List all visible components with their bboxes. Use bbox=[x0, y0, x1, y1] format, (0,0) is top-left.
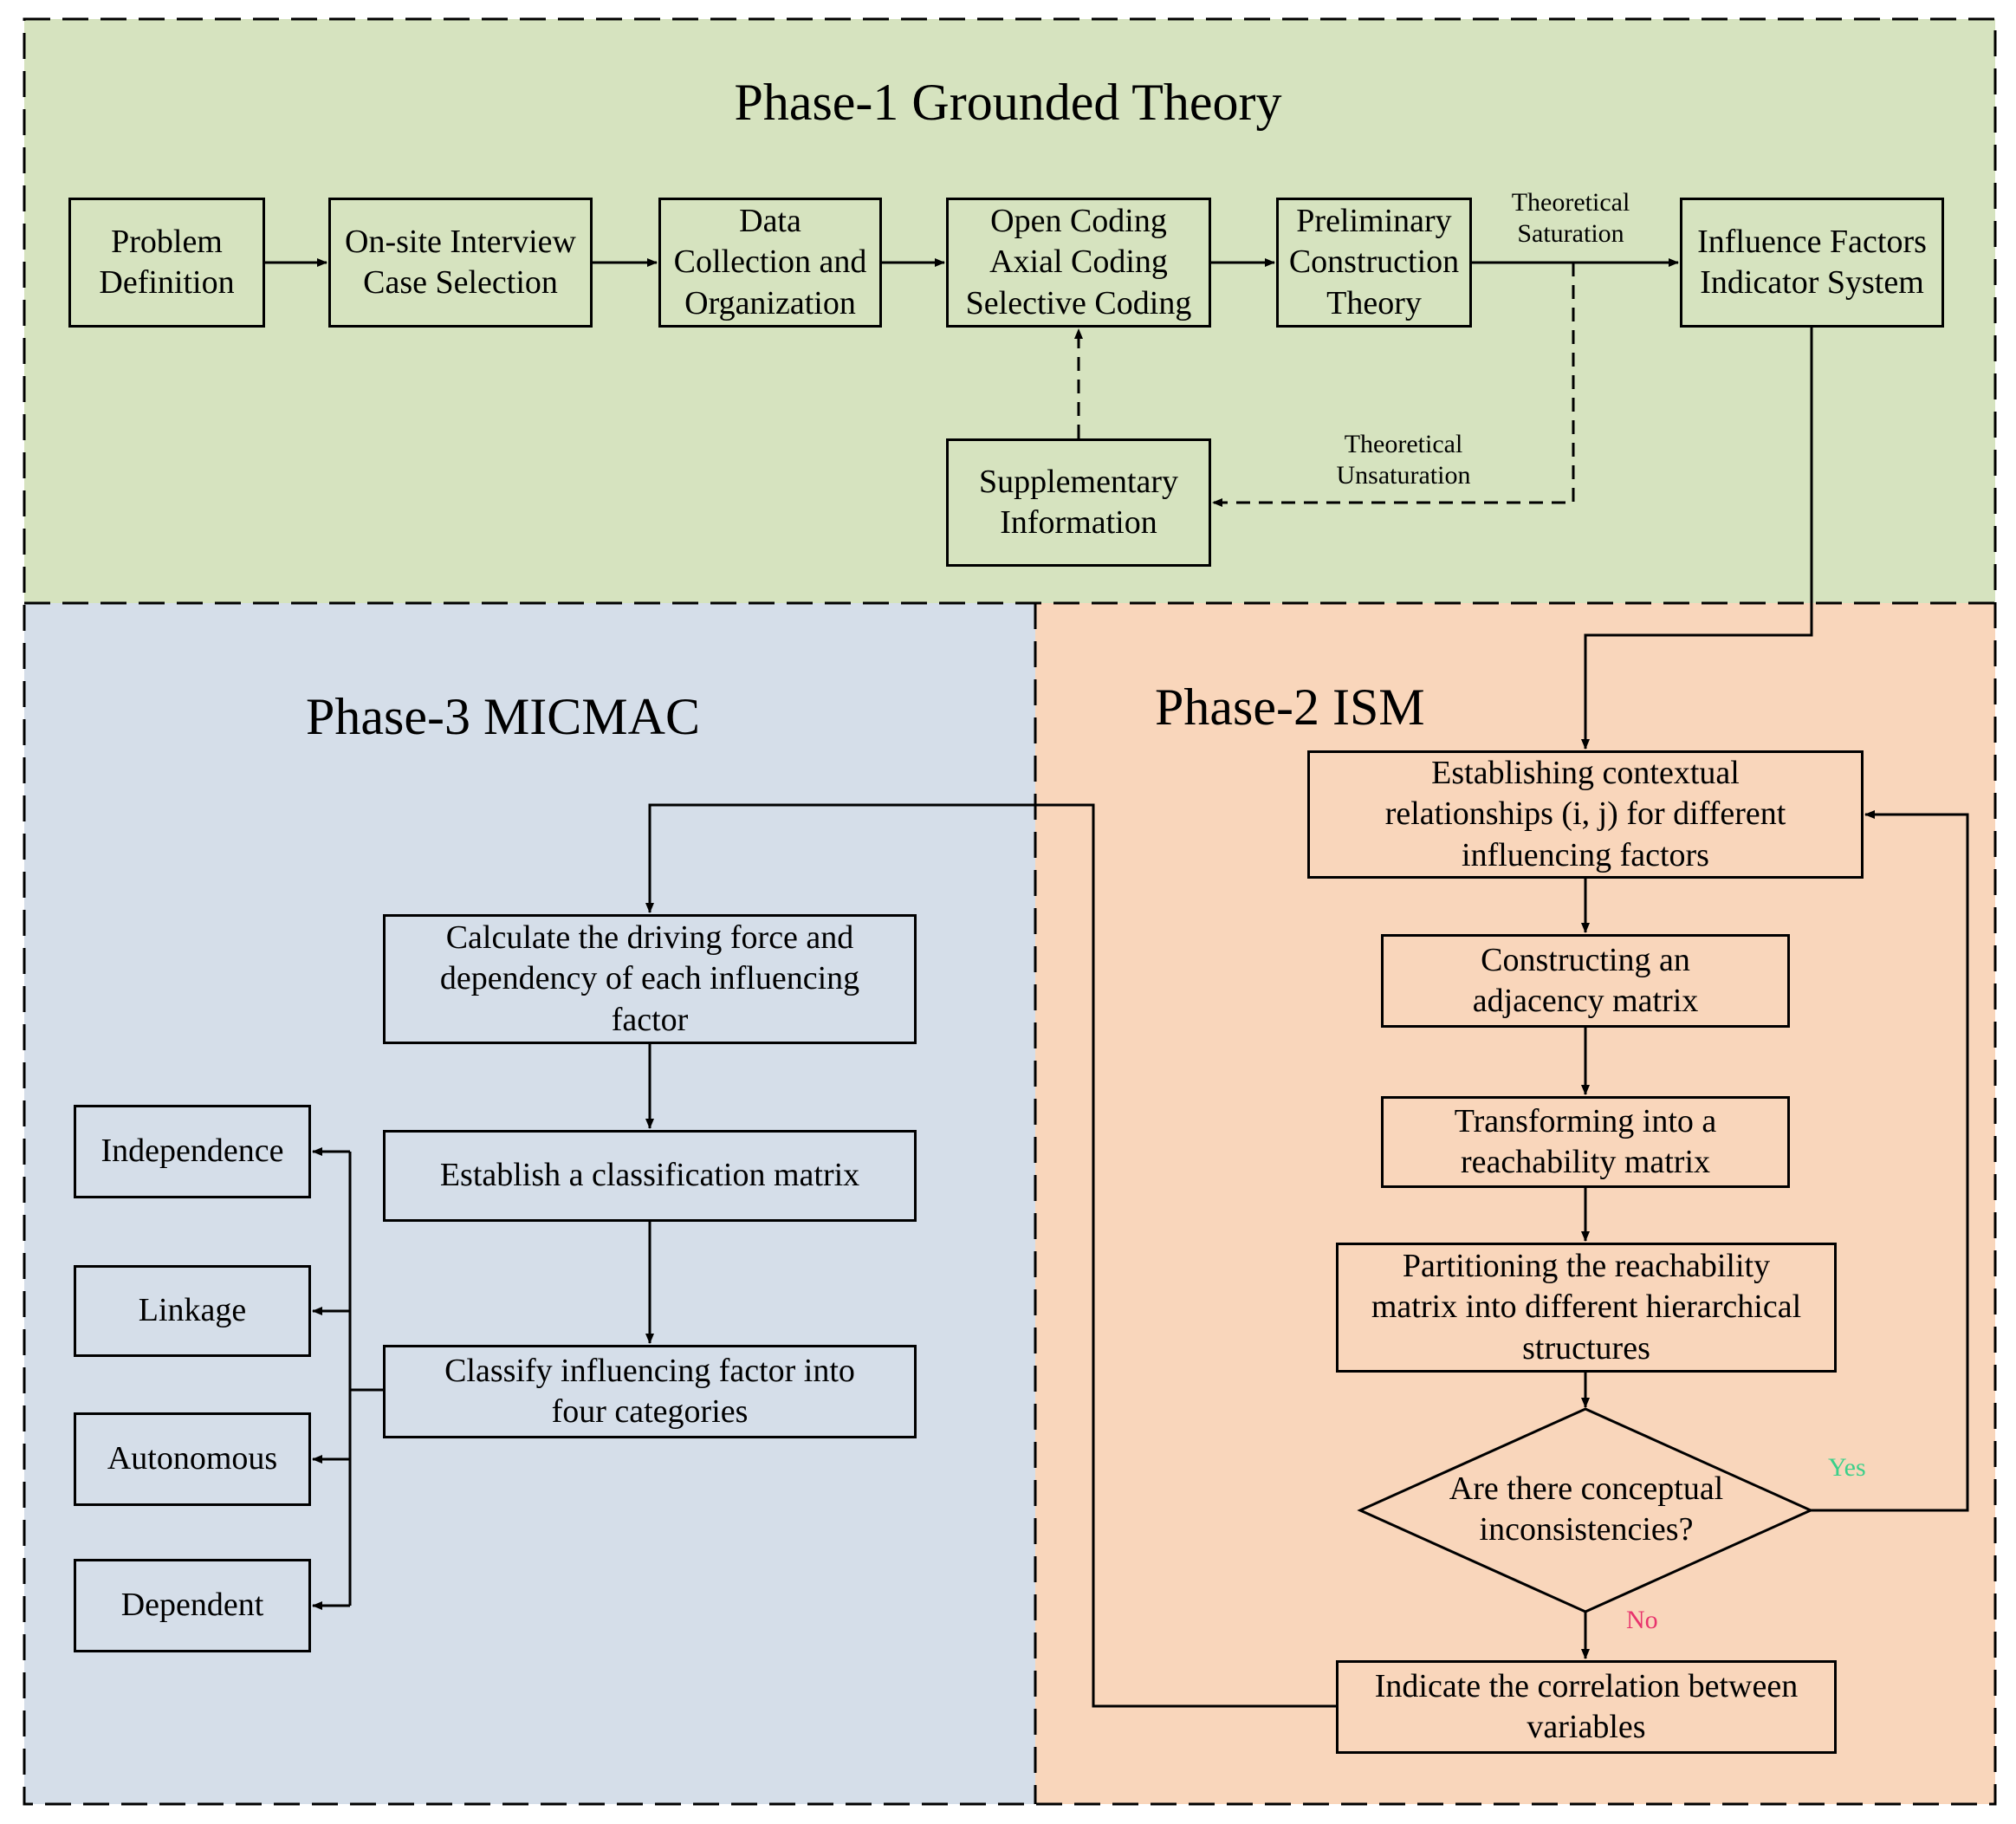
linkage-label: Linkage bbox=[138, 1292, 247, 1329]
classification-matrix-box: Establish a classification matrix bbox=[383, 1130, 917, 1222]
influence-factors-box: Influence Factors Indicator System bbox=[1680, 198, 1944, 328]
correlation-label: Indicate the correlation between variabl… bbox=[1374, 1667, 1799, 1745]
supplementary-information-box: Supplementary Information bbox=[946, 438, 1211, 567]
problem-definition-label: Problem Definition bbox=[99, 223, 235, 301]
partitioning-label: Partitioning the reachability matrix int… bbox=[1371, 1248, 1802, 1366]
preliminary-construction-label: Preliminary Construction Theory bbox=[1288, 203, 1460, 321]
data-collection-label: Data Collection and Organization bbox=[673, 203, 867, 321]
no-label: No bbox=[1626, 1606, 1658, 1634]
driving-force-box: Calculate the driving force and dependen… bbox=[383, 914, 917, 1044]
adjacency-matrix-box: Constructing an adjacency matrix bbox=[1381, 934, 1790, 1028]
data-collection-box: Data Collection and Organization bbox=[658, 198, 882, 328]
autonomous-box: Autonomous bbox=[74, 1412, 311, 1506]
arrow-unsaturation-loop bbox=[1212, 263, 1575, 507]
phase3-title: Phase-3 MICMAC bbox=[306, 688, 701, 745]
outer-border bbox=[23, 17, 1997, 1806]
dependent-box: Dependent bbox=[74, 1559, 311, 1652]
phase3-region bbox=[24, 603, 1035, 1804]
reachability-matrix-label: Transforming into a reachability matrix bbox=[1454, 1102, 1717, 1180]
arrow-yes-loop bbox=[1811, 810, 1969, 1512]
contextual-relationships-box: Establishing contextual relationships (i… bbox=[1307, 750, 1864, 879]
classify-box: Classify influencing factor into four ca… bbox=[383, 1345, 917, 1438]
adjacency-matrix-label: Constructing an adjacency matrix bbox=[1472, 941, 1699, 1019]
yes-label: Yes bbox=[1828, 1453, 1866, 1482]
onsite-interview-box: On-site Interview Case Selection bbox=[328, 198, 593, 328]
arrow-influence-to-contextual bbox=[1581, 328, 1813, 750]
linkage-box: Linkage bbox=[74, 1265, 311, 1357]
region-borders bbox=[23, 17, 1997, 1806]
reachability-matrix-box: Transforming into a reachability matrix bbox=[1381, 1096, 1790, 1188]
phase2-region bbox=[1035, 603, 1995, 1804]
onsite-interview-label: On-site Interview Case Selection bbox=[345, 223, 576, 301]
preliminary-construction-box: Preliminary Construction Theory bbox=[1276, 198, 1472, 328]
theoretical-unsaturation-label: Theoretical Unsaturation bbox=[1336, 430, 1471, 490]
correlation-box: Indicate the correlation between variabl… bbox=[1336, 1660, 1837, 1754]
influence-factors-label: Influence Factors Indicator System bbox=[1697, 223, 1927, 301]
phase1-title: Phase-1 Grounded Theory bbox=[734, 74, 1282, 131]
problem-definition-box: Problem Definition bbox=[68, 198, 265, 328]
classification-matrix-label: Establish a classification matrix bbox=[439, 1157, 860, 1194]
independence-label: Independence bbox=[100, 1133, 284, 1170]
arrow-correlation-to-driving-force bbox=[645, 803, 1336, 1708]
driving-force-label: Calculate the driving force and dependen… bbox=[439, 919, 860, 1038]
partitioning-box: Partitioning the reachability matrix int… bbox=[1336, 1243, 1837, 1373]
decision-diamond bbox=[1357, 1407, 1814, 1613]
supplementary-information-label: Supplementary Information bbox=[978, 463, 1179, 541]
independence-box: Independence bbox=[74, 1105, 311, 1198]
dependent-label: Dependent bbox=[120, 1587, 264, 1624]
phase1-region bbox=[24, 19, 1995, 603]
autonomous-label: Autonomous bbox=[107, 1440, 278, 1477]
contextual-relationships-label: Establishing contextual relationships (i… bbox=[1384, 755, 1786, 873]
classify-label: Classify influencing factor into four ca… bbox=[444, 1352, 855, 1430]
theoretical-saturation-label: Theoretical Saturation bbox=[1511, 188, 1630, 248]
decision-text: Are there conceptual inconsistencies? bbox=[1449, 1470, 1724, 1548]
coding-label: Open Coding Axial Coding Selective Codin… bbox=[965, 203, 1192, 321]
coding-box: Open Coding Axial Coding Selective Codin… bbox=[946, 198, 1211, 328]
phase2-title: Phase-2 ISM bbox=[1155, 678, 1425, 736]
